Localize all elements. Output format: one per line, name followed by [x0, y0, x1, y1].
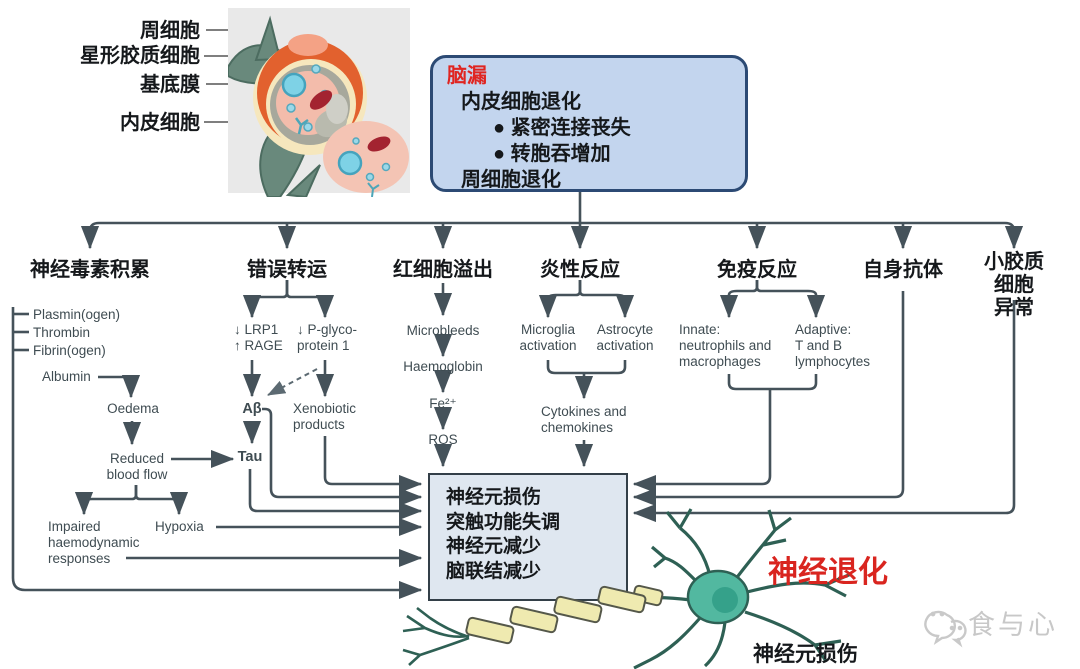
brain-leak-title: 脑漏: [447, 65, 487, 87]
astrocyte-activation: Astrocyte activation: [596, 322, 654, 353]
pericyte-degeneration: 周细胞退化: [461, 169, 561, 191]
astrocyte-label: 星形胶质细胞: [80, 45, 200, 67]
endothelial-cell-label: 内皮细胞: [120, 112, 200, 134]
astrocyte-endfeet: [228, 15, 321, 197]
amyloid-beta: Aβ: [242, 401, 262, 417]
haemoglobin: Haemoglobin: [403, 359, 483, 374]
fibrinogen: Fibrin(ogen): [33, 343, 106, 358]
neuron-damage-caption: 神经元损伤: [753, 643, 858, 666]
axon-terminals: [402, 606, 470, 666]
cytokines-chemokines: Cytokines and chemokines: [541, 404, 627, 435]
microglia-activation: Microglia activation: [519, 322, 577, 353]
endothelial-degeneration: 内皮细胞退化: [461, 91, 581, 113]
hypoxia: Hypoxia: [155, 519, 204, 534]
impaired-haemodynamic: Impaired haemodynamic responses: [48, 519, 140, 566]
plasminogen: Plasmin(ogen): [33, 307, 121, 322]
neuron-loss: 神经元减少: [446, 536, 542, 557]
header-mistransport: 错误转运: [247, 259, 327, 281]
neurodegeneration-label: 神经退化: [768, 556, 888, 589]
p-glycoprotein: ↓ P-glyco- protein 1: [297, 322, 358, 353]
iron-fe2: Fe²⁺: [429, 396, 457, 411]
xenobiotic-products: Xenobiotic products: [293, 401, 357, 432]
innate-immunity: Innate: neutrophils and macrophages: [679, 322, 772, 369]
lrp1-rage: ↓ LRP1 ↑ RAGE: [234, 322, 283, 353]
oedema: Oedema: [107, 401, 159, 416]
header-autoantibodies: 自身抗体: [863, 259, 943, 281]
wechat-bubbles-icon: [924, 610, 967, 648]
transcytosis-increase: ● 转胞吞增加: [493, 143, 611, 165]
header-neurotoxin: 神经毒素积累: [30, 259, 150, 281]
reduced-blood-flow: Reduced blood flow: [106, 451, 168, 482]
header-inflammation: 炎性反应: [540, 259, 620, 281]
tau: Tau: [237, 449, 263, 465]
brain-leak-box: 脑漏 内皮细胞退化 ● 紧密连接丧失 ● 转胞吞增加 周细胞退化: [430, 55, 748, 192]
nucleus: [712, 587, 738, 613]
tight-junction-loss: ● 紧密连接丧失: [493, 117, 631, 139]
basement-membrane-label: 基底膜: [140, 74, 200, 96]
neuron-injury: 神经元损伤: [446, 487, 542, 508]
connectivity-loss: 脑联结减少: [446, 560, 542, 582]
neuronal-outcome-box: 神经元损伤 突触功能失调 神经元减少 脑联结减少: [428, 473, 628, 601]
thrombin: Thrombin: [33, 325, 91, 340]
dashed-arrow: [267, 368, 318, 396]
vessel-cross-section: [253, 34, 367, 155]
header-microglia-abnormal: 小胶质细胞 异常: [984, 251, 1044, 319]
watermark-text: 食与心: [968, 610, 1058, 640]
microbleeds: Microbleeds: [406, 323, 480, 338]
albumin: Albumin: [42, 369, 91, 384]
synaptic-dysfunction: 突触功能失调: [446, 511, 561, 533]
ros: ROS: [428, 432, 458, 447]
extravasated-cell: [323, 121, 409, 197]
soma: [686, 569, 750, 625]
bbb-vessel-illustration: [228, 8, 410, 197]
header-rbc-extravasation: 红细胞溢出: [393, 259, 493, 281]
label-leader-lines: [204, 29, 290, 123]
pericyte-label: 周细胞: [140, 20, 200, 42]
header-immune-response: 免疫反应: [717, 259, 797, 281]
adaptive-immunity: Adaptive: T and B lymphocytes: [795, 322, 871, 369]
